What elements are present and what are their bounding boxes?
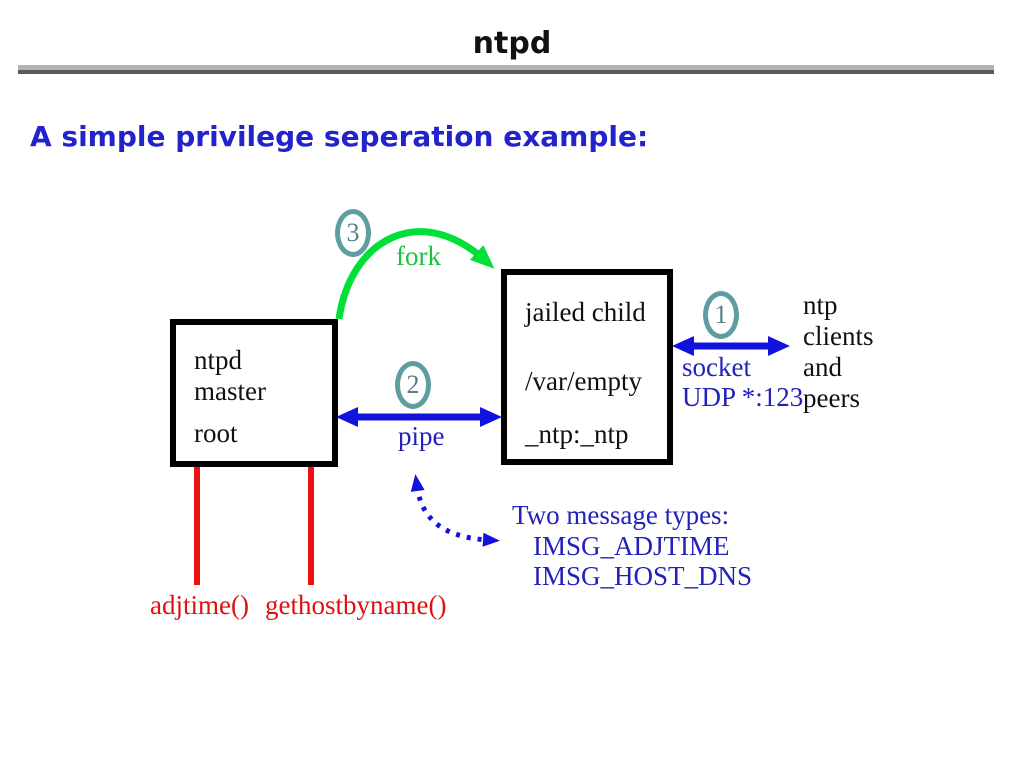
socket-label: socket xyxy=(682,352,751,382)
child-box-line: _ntp:_ntp xyxy=(525,419,629,449)
ntp-peers-line: and xyxy=(803,352,842,382)
gethostbyname-syscall-label: gethostbyname() xyxy=(265,590,447,620)
udp-port-label: UDP *:123 xyxy=(682,382,804,412)
ntp-peers-line: clients xyxy=(803,321,874,351)
ntp-peers-line: peers xyxy=(803,383,860,413)
message-type-item: IMSG_ADJTIME xyxy=(533,531,730,561)
pipe-label: pipe xyxy=(398,421,445,451)
master-box-line: ntpd xyxy=(194,345,243,375)
step-badge-1: 1 xyxy=(703,291,739,339)
header-divider xyxy=(18,65,994,74)
ipc-message-dotted-arrow xyxy=(410,474,500,547)
step-badge-2: 2 xyxy=(395,361,431,409)
master-box-line: master xyxy=(194,376,266,406)
ntp-peers-text: ntp clients and peers xyxy=(803,290,873,414)
master-process-box: ntpd master root xyxy=(170,319,338,467)
slide-subtitle: A simple privilege seperation example: xyxy=(30,120,649,153)
fork-label: fork xyxy=(396,241,441,271)
adjtime-syscall-label: adjtime() xyxy=(150,590,249,620)
page-title: ntpd xyxy=(472,26,552,61)
step-badge-3: 3 xyxy=(335,209,371,257)
step-number: 3 xyxy=(346,218,360,247)
message-type-item: IMSG_HOST_DNS xyxy=(533,561,753,591)
header-divider-light xyxy=(18,65,994,70)
jailed-child-process-box: jailed child /var/empty _ntp:_ntp xyxy=(501,269,673,465)
child-box-line: jailed child xyxy=(525,297,646,327)
message-types-heading: Two message types: xyxy=(512,500,730,530)
master-box-line: root xyxy=(194,418,238,448)
header-divider-dark xyxy=(18,70,994,74)
step-number: 2 xyxy=(406,370,420,399)
ntp-peers-line: ntp xyxy=(803,290,838,320)
step-number: 1 xyxy=(714,300,728,329)
child-box-line: /var/empty xyxy=(525,366,642,396)
